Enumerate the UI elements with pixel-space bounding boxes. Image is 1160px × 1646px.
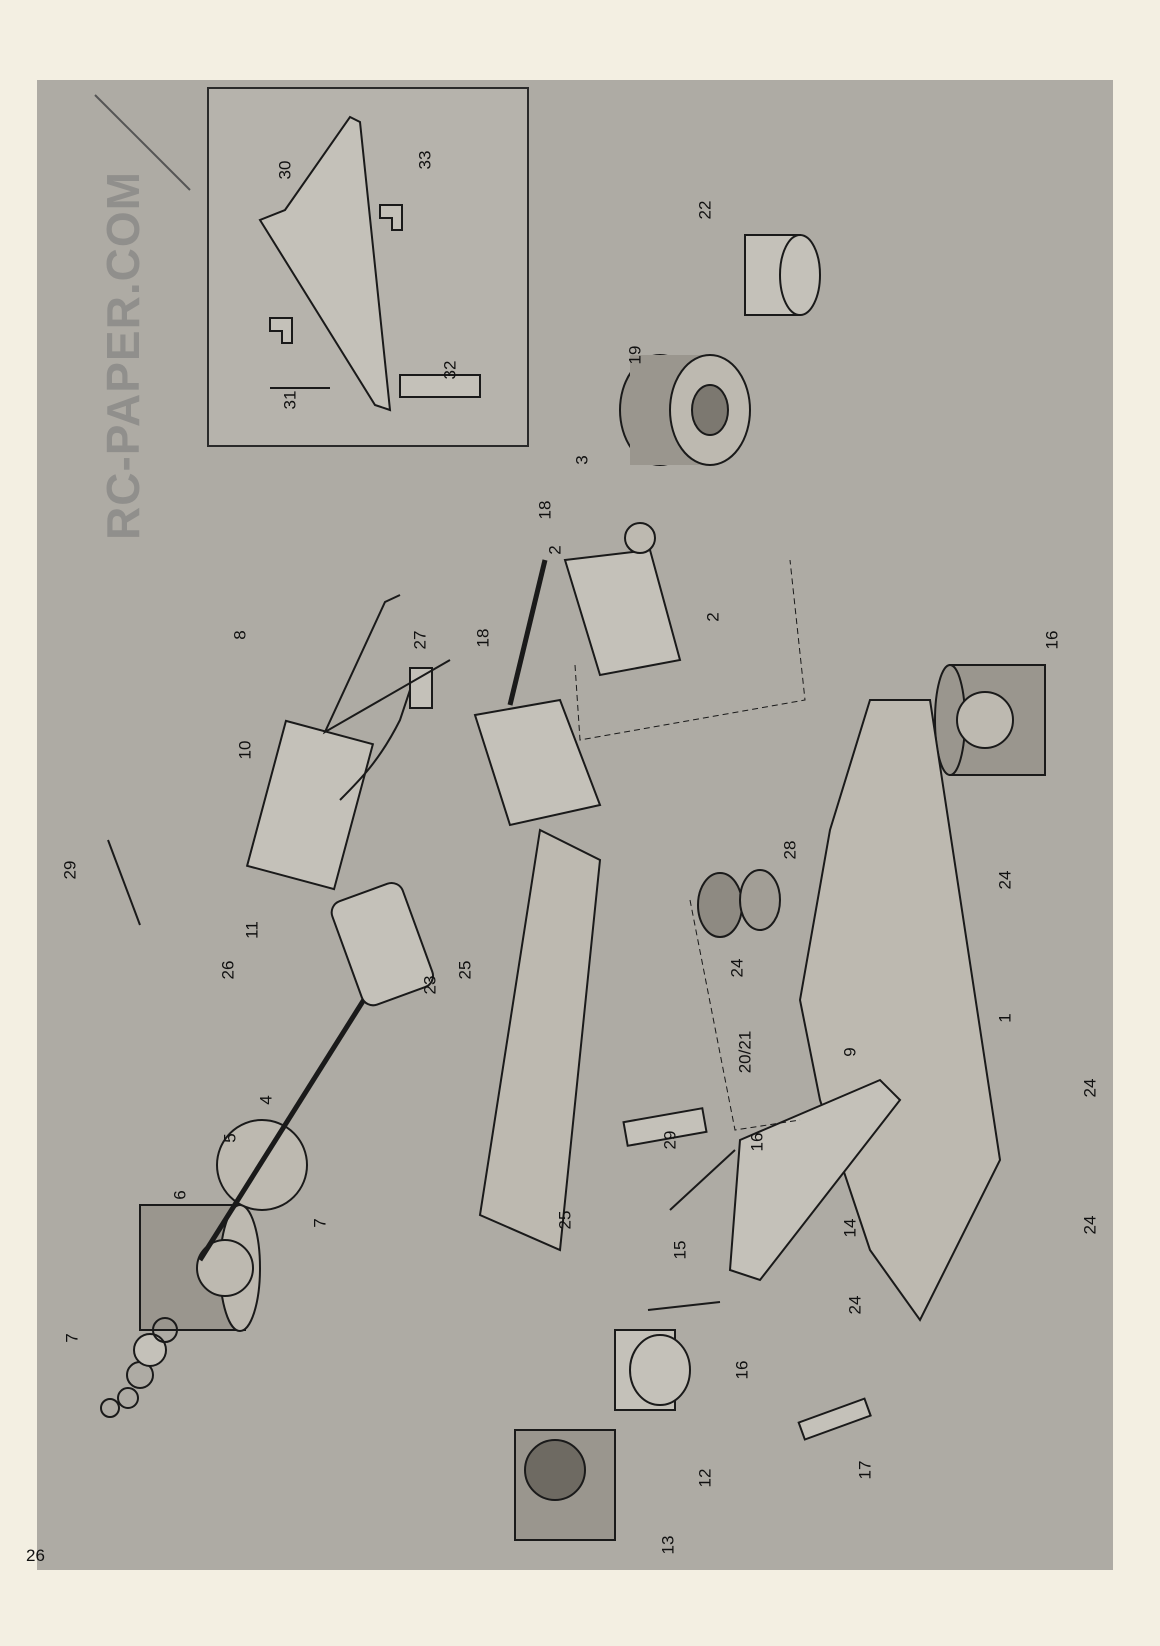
bearing-block [473, 698, 602, 827]
part-callout: 11 [242, 921, 262, 939]
wheel-front-right [934, 664, 1046, 776]
part-callout: 29 [660, 1130, 680, 1150]
part-callout: 24 [1080, 1078, 1100, 1098]
kingpin-post [797, 1397, 872, 1441]
damper-disc [697, 872, 743, 938]
part-callout: 29 [60, 860, 80, 880]
assembly-guide [689, 899, 801, 1131]
servo [245, 719, 375, 891]
part-callout: 20/21 [735, 1030, 755, 1074]
part-callout: 30 [275, 160, 295, 180]
part-callout: 24 [727, 958, 747, 978]
wheel-rear-left [139, 1204, 261, 1332]
assembly-guide [574, 559, 806, 741]
axle-rod [507, 559, 548, 706]
part-callout: 18 [473, 628, 493, 648]
washers [100, 1317, 178, 1418]
part-callout: 26 [218, 960, 238, 980]
steering-arm-frame [728, 1078, 902, 1282]
tube [622, 1107, 708, 1147]
wheel-rear-right [619, 354, 751, 466]
part-callout: 4 [256, 1095, 276, 1105]
part-callout: 12 [695, 1468, 715, 1488]
part-callout: 1 [995, 1013, 1015, 1023]
part-callout: 7 [310, 1218, 330, 1228]
rod-29-top [107, 839, 141, 926]
part-callout: 2 [545, 545, 565, 555]
part-callout: 16 [747, 1132, 767, 1152]
spindle [647, 1301, 721, 1311]
part-callout: 16 [1042, 630, 1062, 650]
bearing-block [563, 548, 682, 677]
bracket [379, 204, 403, 231]
linkage-wire [322, 594, 451, 735]
part-callout: 28 [780, 840, 800, 860]
part-callout: 19 [625, 345, 645, 365]
connector [409, 667, 433, 709]
motor-plate [478, 828, 602, 1252]
part-callout: 24 [995, 870, 1015, 890]
part-callout: 9 [840, 1047, 860, 1057]
part-callout: 6 [170, 1190, 190, 1200]
part-callout: 7 [62, 1333, 82, 1343]
part-callout: 3 [572, 455, 592, 465]
part-callout: 17 [855, 1460, 875, 1480]
servo-arm [399, 374, 481, 398]
main-chassis [798, 699, 1002, 1322]
servo-lead [339, 689, 411, 801]
motor [330, 882, 435, 1007]
bracket [269, 317, 293, 344]
part-callout: 25 [555, 1210, 575, 1230]
part-callout: 13 [658, 1535, 678, 1555]
part-callout: 27 [410, 630, 430, 650]
rod-29 [669, 1149, 736, 1211]
wheel-hub-12 [614, 1329, 691, 1411]
bearing [624, 522, 656, 554]
part-callout: 18 [535, 500, 555, 520]
part-callout: 10 [235, 740, 255, 760]
part-callout: 8 [230, 630, 250, 640]
watermark: RC-PAPER.COM [97, 171, 149, 540]
wheel-front-left [514, 1429, 616, 1541]
part-callout: 22 [695, 200, 715, 220]
servo-mount-plate [258, 115, 392, 412]
part-callout: 33 [415, 150, 435, 170]
part-callout: 24 [1080, 1215, 1100, 1235]
rear-axle [197, 988, 373, 1262]
part-callout: 14 [840, 1218, 860, 1238]
part-callout: 5 [220, 1133, 240, 1143]
part-callout: 15 [670, 1240, 690, 1260]
part-callout: 24 [845, 1295, 865, 1315]
part-callout: 32 [440, 360, 460, 380]
part-callout: 31 [280, 390, 300, 410]
part-callout: 23 [420, 975, 440, 995]
page-number: 26 [26, 1546, 45, 1565]
wheel-hub-22 [744, 234, 821, 316]
part-callout: 16 [732, 1360, 752, 1380]
part-callout: 25 [455, 960, 475, 980]
damper-disc [739, 869, 781, 931]
part-callout: 2 [703, 612, 723, 622]
antenna [94, 94, 191, 191]
